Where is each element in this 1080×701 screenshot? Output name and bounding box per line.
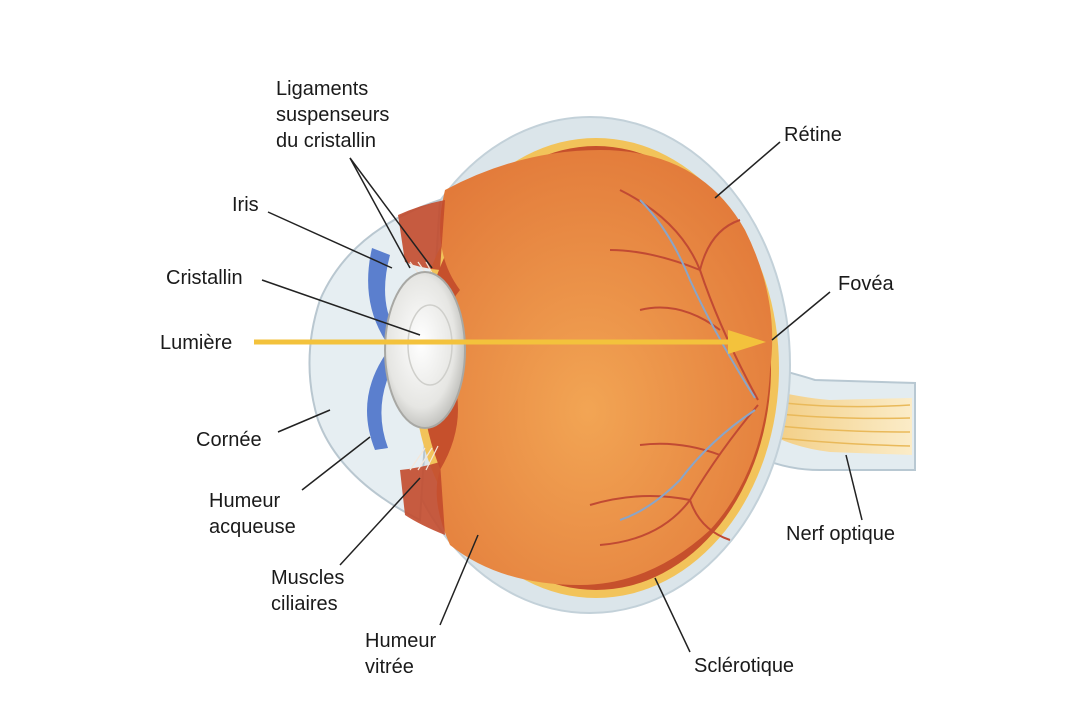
leader-muscles-ciliaires xyxy=(339,477,421,566)
label-cornee: Cornée xyxy=(196,429,262,451)
label-nerf-optique: Nerf optique xyxy=(786,523,895,545)
leader-cornee xyxy=(277,409,331,433)
leader-sclerotique xyxy=(654,577,691,653)
label-sclerotique: Sclérotique xyxy=(694,655,795,677)
label-iris: Iris xyxy=(232,194,259,216)
label-muscles-ciliaires: Muscles ciliaires xyxy=(271,567,345,615)
leader-cristallin xyxy=(261,279,421,336)
label-retine: Rétine xyxy=(784,124,842,146)
label-ligaments: Ligaments suspenseurs du cristallin xyxy=(276,78,390,152)
iris-lower xyxy=(367,355,395,450)
label-lumiere: Lumière xyxy=(160,332,233,354)
leader-ligaments-2 xyxy=(349,157,433,269)
lens-nucleus xyxy=(407,304,453,386)
ciliary-muscle-upper xyxy=(398,200,445,270)
label-cristallin: Cristallin xyxy=(166,267,243,289)
leader-fovea xyxy=(771,291,831,341)
leader-humeur-vitree xyxy=(439,534,479,626)
ciliary-muscle-lower xyxy=(400,462,445,535)
leader-nerf-optique xyxy=(845,454,863,521)
leader-iris xyxy=(267,211,393,269)
retinal-vessels-blue xyxy=(619,199,756,521)
light-arrow-head xyxy=(728,330,766,354)
vitreous-body xyxy=(436,150,773,585)
leader-ligaments-1 xyxy=(349,157,411,269)
retinal-vessels-red xyxy=(589,189,759,546)
label-humeur-acqueuse: Humeur acqueuse xyxy=(209,490,296,538)
optic-nerve xyxy=(748,385,912,455)
lens xyxy=(384,271,466,429)
label-humeur-vitree: Humeur vitrée xyxy=(365,630,437,678)
leader-lines xyxy=(261,141,863,653)
label-fovea: Fovéa xyxy=(838,273,894,295)
leader-retine xyxy=(714,141,781,199)
leader-humeur-acqueuse xyxy=(301,436,371,491)
